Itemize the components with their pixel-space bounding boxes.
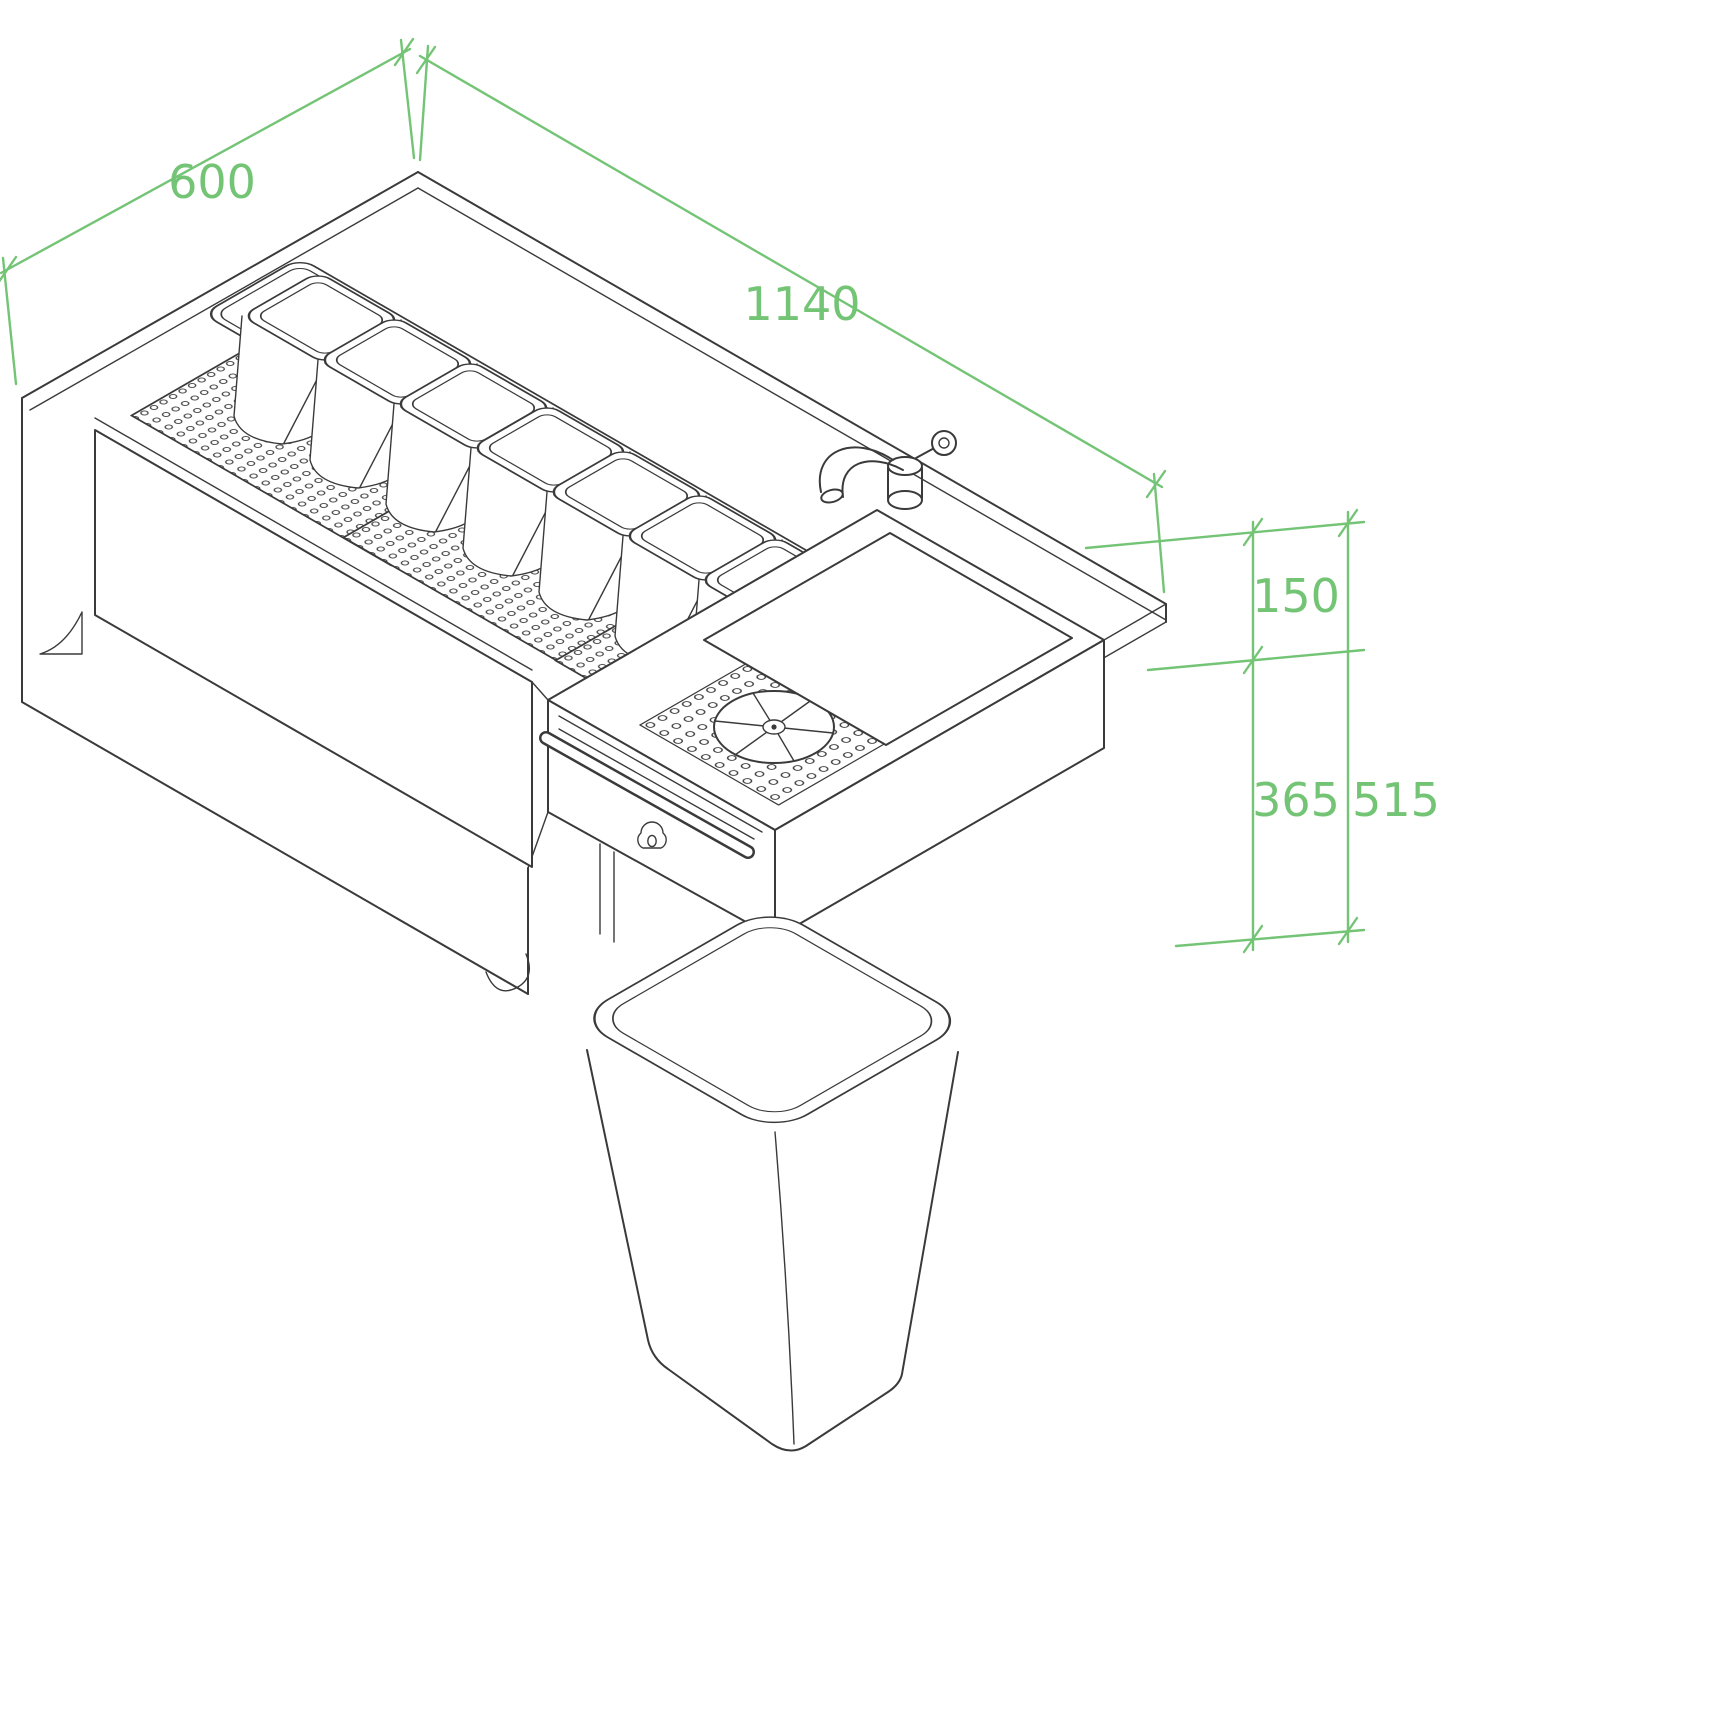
cover-plate [703,532,1073,746]
dimension-length-label: 1140 [743,277,860,331]
dimension-length: 1140 [415,44,1167,594]
dimension-depth: 600 [0,37,416,386]
dimension-height-top-label: 150 [1252,569,1340,623]
speed-rail [539,731,755,859]
cable-grommet [485,953,530,992]
dimension-heights: 150 365 515 [1084,508,1440,954]
dimension-height-lower-label: 365 [1252,773,1340,827]
bottle-opener-icon [637,821,667,849]
bin-bracket [599,843,615,943]
dimension-height-total-label: 515 [1352,773,1440,827]
glass-rinser [713,690,835,764]
corner-gusset [39,611,83,655]
left-inner-panel [94,417,549,868]
dimensions: 600 1140 150 365 515 [0,37,1440,954]
mixer-tap [818,430,957,510]
dimension-depth-label: 600 [168,155,256,209]
waste-bin [586,916,959,1453]
counter-shell [21,171,1167,995]
sink-module [539,509,1105,943]
